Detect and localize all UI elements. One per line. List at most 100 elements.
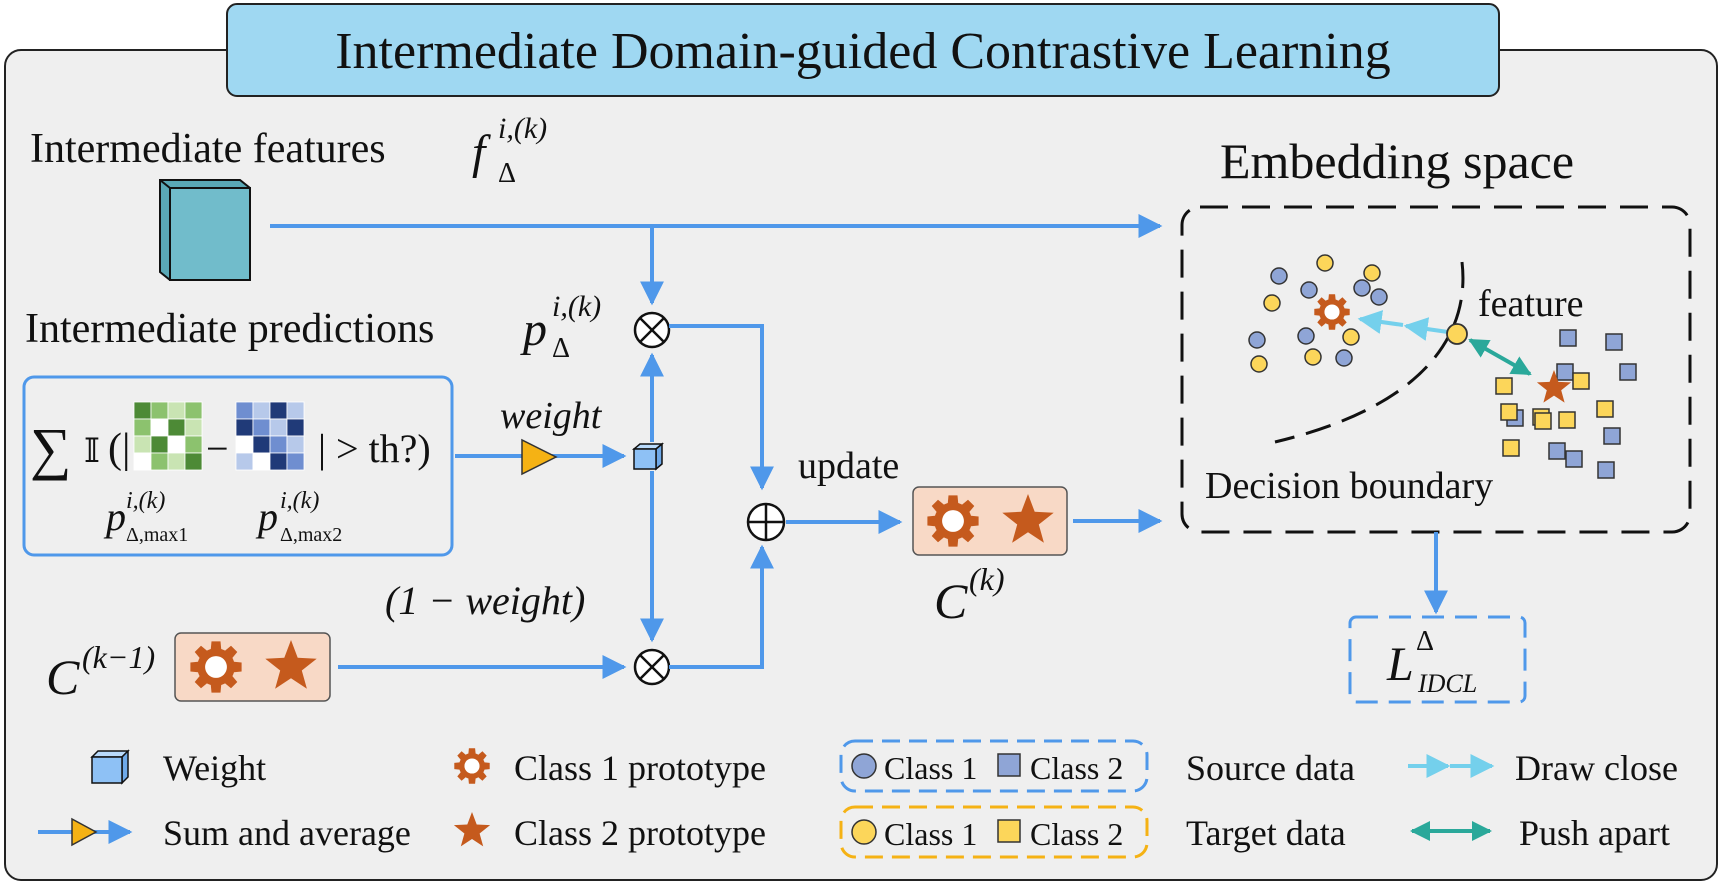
source-class2-point (1619, 363, 1637, 381)
legend-weight-icon (90, 749, 130, 785)
decision-boundary-label: Decision boundary (1205, 465, 1493, 507)
target-class2-point (1500, 403, 1518, 421)
legend-source-class1-label: Class 1 (884, 750, 977, 786)
matrix-cell (269, 418, 288, 437)
svg-text:Δ: Δ (1416, 626, 1434, 657)
source-class1-point (1297, 327, 1315, 345)
legend-target-class2-icon (997, 819, 1021, 843)
legend-sum-average-icon (38, 817, 133, 847)
svg-text:(|: (| (108, 426, 130, 472)
features-symbol: f i,(k) Δ (472, 112, 547, 189)
source-class1-point (1370, 288, 1388, 306)
bottom-product-arrow (669, 544, 774, 669)
legend-target-class1-icon (851, 819, 877, 845)
embedding-class1-prototype-icon (1314, 294, 1350, 330)
new-prototype-symbol: C (k) (934, 561, 1005, 629)
target-class2-point (1572, 372, 1590, 390)
legend-target-class2-label: Class 2 (1030, 816, 1123, 852)
svg-text:C: C (46, 649, 80, 705)
features-label: Intermediate features (30, 126, 386, 172)
feature-label: feature (1478, 283, 1583, 325)
matrix-cell (133, 452, 152, 471)
add-operator (746, 502, 786, 542)
prev-prototype-symbol: C (k−1) (46, 639, 155, 705)
legend-weight-label: Weight (163, 748, 266, 788)
legend-push-apart-label: Push apart (1519, 813, 1670, 853)
matrix-cell (167, 435, 186, 454)
legend-target-box (839, 805, 1149, 859)
svg-text:i,(k): i,(k) (552, 290, 601, 323)
embedding-title: Embedding space (1220, 133, 1574, 189)
svg-text:Δ,max1: Δ,max1 (126, 524, 188, 546)
source-class2-point (1556, 363, 1574, 381)
target-class1-point (1342, 328, 1360, 346)
source-class2-point (1603, 427, 1621, 445)
matrix-cell (286, 401, 305, 420)
diagram-title: Intermediate Domain-guided Contrastive L… (335, 23, 1391, 80)
loss-box (1348, 615, 1527, 704)
legend-source-class2-icon (997, 753, 1021, 777)
matrix-cell (184, 418, 203, 437)
matrix-cell (184, 452, 203, 471)
source-class2-point (1565, 450, 1583, 468)
legend-source-label: Source data (1186, 748, 1355, 788)
prediction-matrix-2 (235, 401, 305, 471)
svg-text:L: L (1386, 638, 1414, 691)
svg-text:IDCL: IDCL (1417, 669, 1477, 698)
svg-text:−: − (206, 426, 229, 471)
matrix-cell (269, 435, 288, 454)
matrix-cell (150, 435, 169, 454)
update-label: update (798, 445, 899, 487)
decision-boundary-curve (1274, 261, 1465, 444)
matrix-cell (286, 435, 305, 454)
legend-class2-prototype-label: Class 2 prototype (514, 813, 766, 853)
svg-text:i,(k): i,(k) (498, 112, 547, 145)
matrix-cell (184, 435, 203, 454)
legend-source-class1-icon (851, 753, 877, 779)
predictions-label: Intermediate predictions (25, 306, 434, 352)
one-minus-weight-label: (1 − weight) (385, 578, 585, 623)
source-class2-point (1559, 329, 1577, 347)
prev-class2-prototype-icon (265, 640, 317, 689)
legend-class1-prototype-label: Class 1 prototype (514, 748, 766, 788)
sum-average-triangle (521, 438, 558, 476)
svg-text:Δ: Δ (552, 333, 570, 364)
matrix-cell (252, 435, 271, 454)
legend-class2-prototype-icon (453, 812, 491, 847)
matrix-cell (133, 435, 152, 454)
new-class1-prototype-icon (927, 495, 979, 547)
matrix-cell (150, 401, 169, 420)
target-class2-point (1596, 400, 1614, 418)
target-class1-point (1363, 264, 1381, 282)
prev-class1-prototype-icon (190, 641, 242, 693)
matrix-cell (167, 418, 186, 437)
new-class2-prototype-icon (1002, 494, 1054, 543)
legend-source-box (839, 739, 1149, 793)
svg-text:Δ,max2: Δ,max2 (280, 524, 342, 546)
legend-class1-prototype-icon (454, 748, 490, 784)
source-class2-point (1605, 333, 1623, 351)
prediction-matrix-1 (133, 401, 203, 471)
source-class1-point (1248, 331, 1266, 349)
matrix-cell (133, 418, 152, 437)
matrix-cell (184, 401, 203, 420)
title-box (226, 3, 1500, 97)
svg-text:(k): (k) (969, 561, 1005, 597)
matrix-cell (167, 452, 186, 471)
matrix-cell (235, 452, 254, 471)
legend-draw-close-label: Draw close (1515, 748, 1678, 788)
embedding-points (1248, 254, 1637, 479)
legend: Weight Sum and average Class 1 prototype… (38, 739, 1678, 859)
target-class1-point (1263, 294, 1281, 312)
matrix-cell (252, 452, 271, 471)
matrix-cell (286, 452, 305, 471)
matrix-cell (150, 418, 169, 437)
target-class2-point (1495, 377, 1513, 395)
source-class1-point (1270, 267, 1288, 285)
target-class2-point (1502, 439, 1520, 457)
formula: ∑ 𝕀 (| − | > th?) p i,(k) Δ,max1 p i,(k)… (30, 416, 431, 546)
legend-source-class2-label: Class 2 (1030, 750, 1123, 786)
matrix-cell (235, 401, 254, 420)
matrix-cell (235, 418, 254, 437)
